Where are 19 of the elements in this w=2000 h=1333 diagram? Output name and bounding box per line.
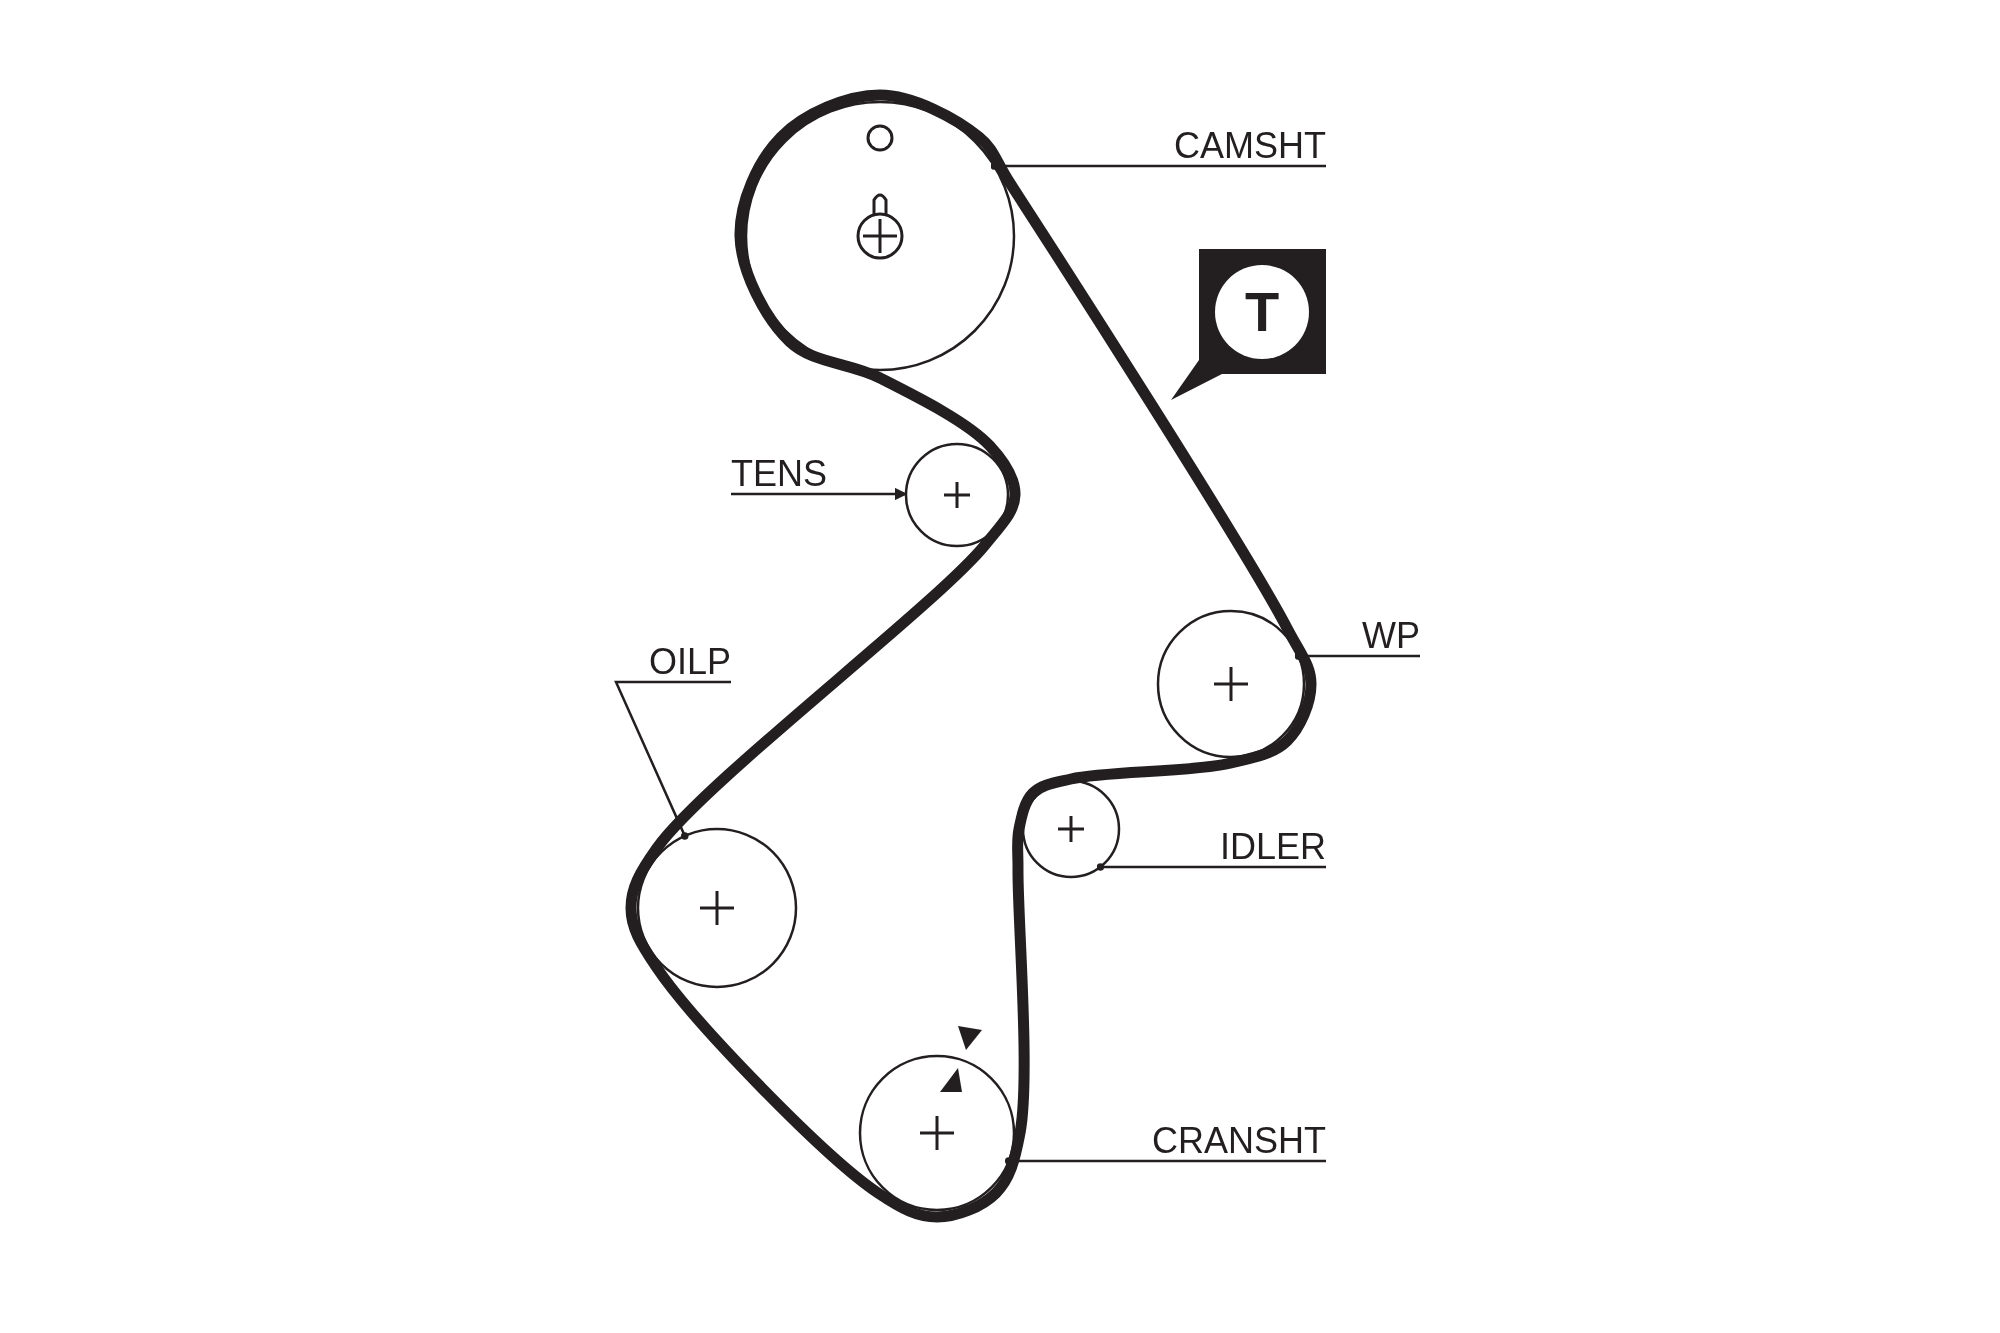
leader-line [1096, 863, 1326, 871]
pulley [1021, 779, 1121, 879]
pulley [636, 827, 798, 989]
part-label: WP [1330, 616, 1420, 656]
pulley [744, 100, 1016, 372]
leader-line [614, 680, 731, 840]
leader-line [1005, 1157, 1326, 1165]
leader-line [990, 162, 1326, 170]
pulley [1156, 609, 1306, 759]
pulley [858, 1054, 1016, 1212]
pulley [904, 442, 1010, 548]
leader-line [1294, 652, 1420, 660]
badge-letter: T [1243, 286, 1281, 338]
part-label: TENS [731, 454, 871, 494]
part-label: OILP [616, 642, 731, 682]
part-label: CAMSHT [1130, 126, 1326, 166]
part-label: CRANSHT [1100, 1121, 1326, 1161]
part-label: IDLER [1180, 827, 1326, 867]
leader-line [731, 487, 908, 501]
